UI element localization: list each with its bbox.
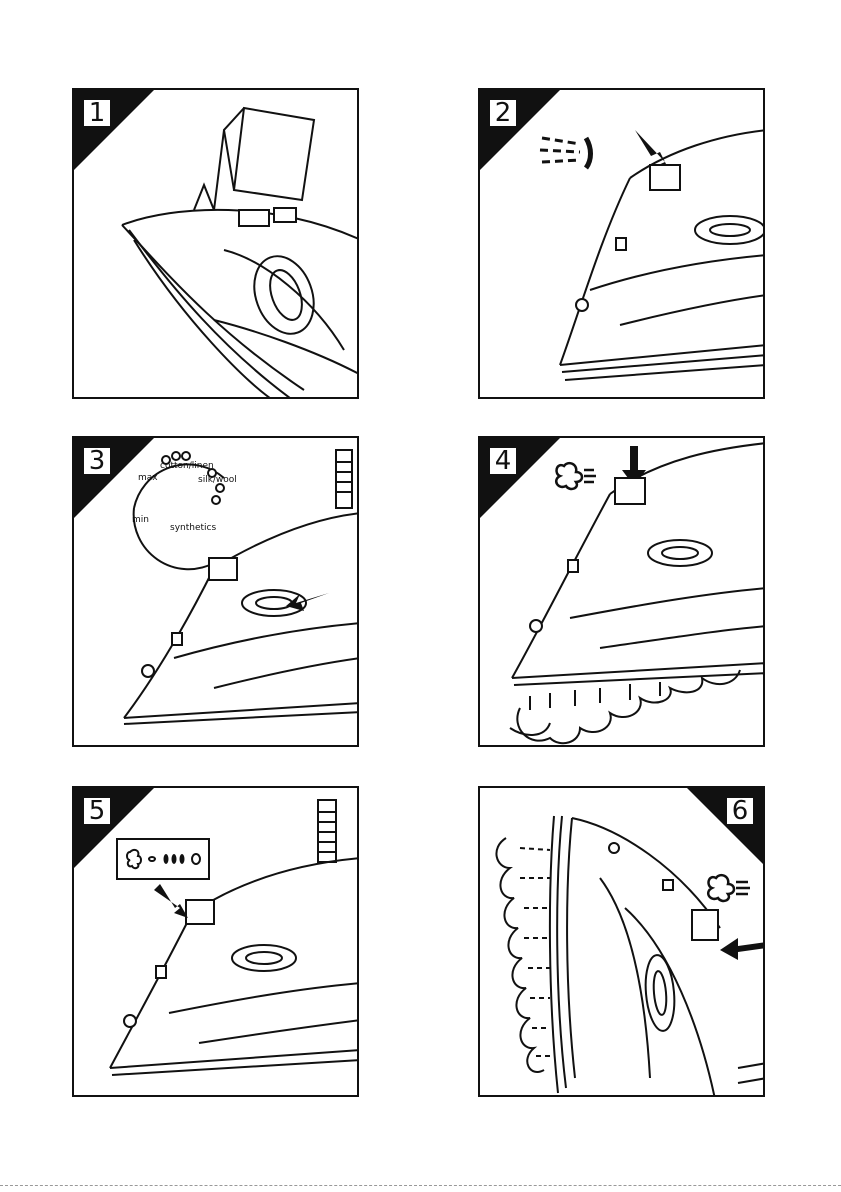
steam-settings-box (116, 838, 210, 880)
iron-steam-shot-illustration (480, 438, 765, 747)
step-number-1: 1 (82, 98, 112, 128)
spray-icon (540, 138, 591, 168)
panel-step-2: 2 (478, 88, 765, 399)
water-jug-icon (214, 108, 314, 210)
panel-step-3: max min cotton/linen silk/wool synthetic… (72, 436, 359, 747)
iron-vertical-steam-illustration (480, 788, 765, 1097)
arrow-icon (720, 938, 765, 960)
panel-step-4: 4 (478, 436, 765, 747)
steam-settings-icon (118, 840, 208, 878)
dial-label-cotton: cotton/linen (160, 461, 214, 471)
arrow-icon (154, 884, 188, 918)
step-number-6: 6 (725, 796, 755, 826)
dial-label-min: min (132, 515, 149, 525)
step-number-4: 4 (488, 446, 518, 476)
iron-filling-illustration (74, 90, 359, 399)
arrow-icon (286, 593, 329, 611)
dial-label-silk: silk/wool (198, 475, 237, 485)
step-number-5: 5 (82, 796, 112, 826)
iron-spray-illustration (480, 90, 765, 399)
page-footer-rule (0, 1185, 841, 1186)
iron-steam-setting-illustration (74, 788, 359, 1097)
steam-burst-icon (708, 875, 750, 901)
iron-dial-illustration: max min cotton/linen silk/wool synthetic… (74, 438, 359, 747)
panel-step-1: 1 (72, 88, 359, 399)
step-number-3: 3 (82, 446, 112, 476)
panel-step-5: 5 (72, 786, 359, 1097)
dial-label-max: max (138, 473, 158, 483)
panel-step-6: 6 (478, 786, 765, 1097)
step-number-2: 2 (488, 98, 518, 128)
dial-label-synthetics: synthetics (170, 523, 216, 533)
steam-burst-icon (556, 463, 596, 489)
